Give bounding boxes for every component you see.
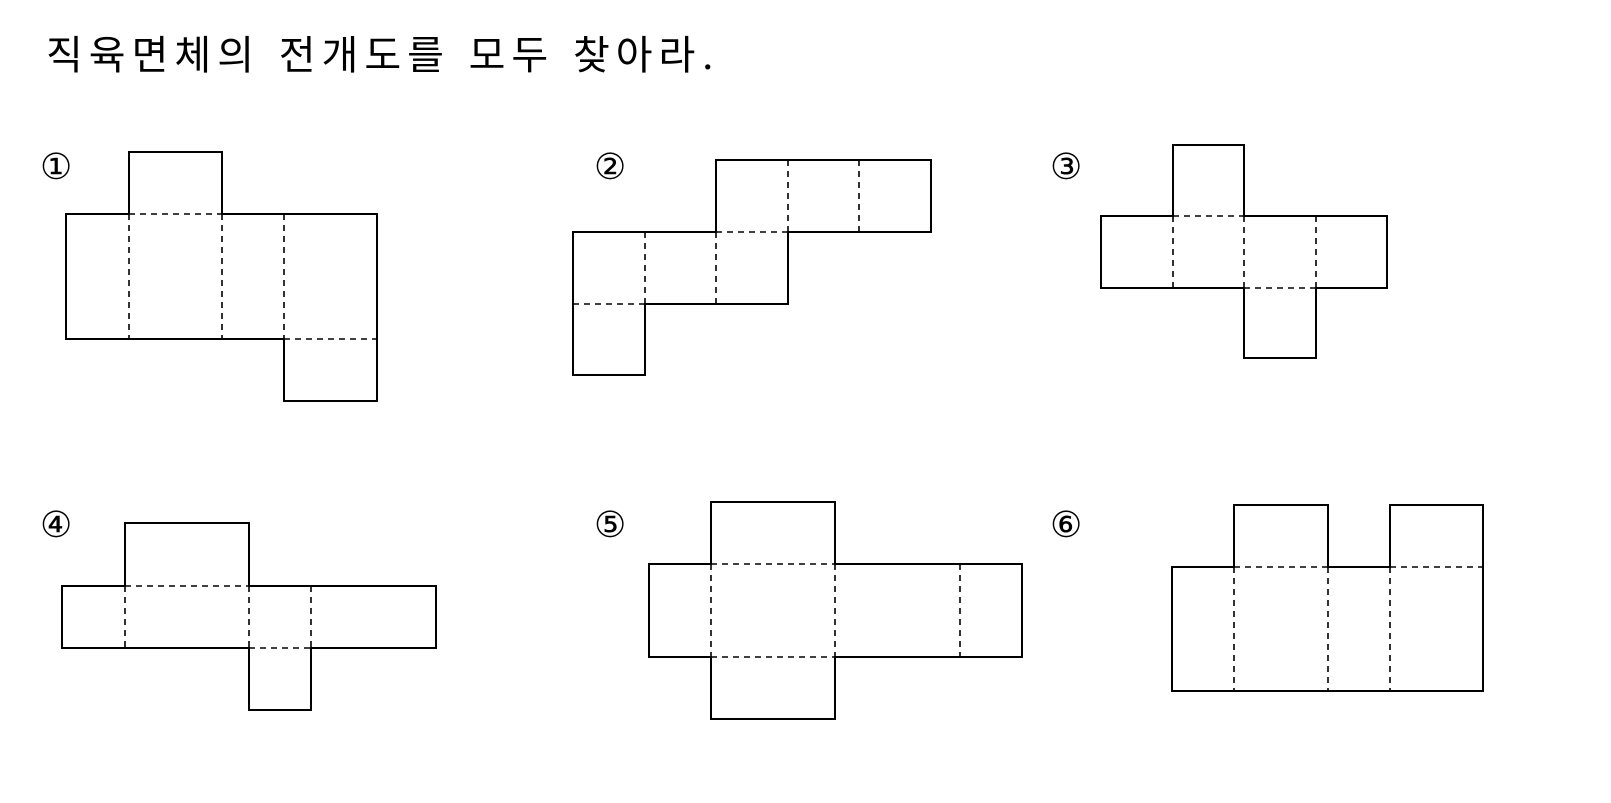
net-figure-4 bbox=[61, 522, 437, 711]
net-figure-1 bbox=[65, 151, 378, 402]
net-figure-5 bbox=[648, 501, 1023, 720]
choice-number-1: ① bbox=[40, 147, 73, 188]
question-text: 직육면체의 전개도를 모두 찾아라. bbox=[46, 33, 721, 79]
choice-number-6: ⑥ bbox=[1050, 505, 1083, 546]
net-figure-6 bbox=[1171, 504, 1484, 692]
choice-number-3: ③ bbox=[1050, 147, 1083, 188]
choice-number-4: ④ bbox=[40, 505, 73, 546]
net-figure-3 bbox=[1100, 144, 1388, 359]
choice-number-5: ⑤ bbox=[594, 505, 627, 546]
choice-number-2: ② bbox=[594, 147, 627, 188]
net-figure-2 bbox=[572, 159, 932, 376]
